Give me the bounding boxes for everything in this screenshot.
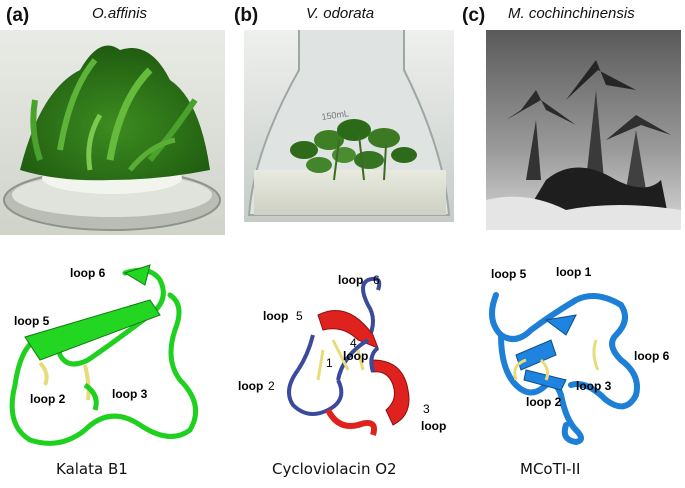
loop-label: loop (238, 379, 263, 393)
loop-label: loop (263, 309, 288, 323)
loop-label: 1 (326, 356, 333, 370)
species-name-c: M. cochinchinensis (508, 5, 635, 22)
loop-label: 2 (268, 379, 275, 393)
loop-label: loop 2 (526, 395, 562, 409)
loop-label: 5 (296, 309, 303, 323)
species-name-a: O.affinis (92, 5, 148, 22)
panel-label-c: (c) (462, 5, 486, 26)
plant-photo-a (0, 30, 225, 235)
plant-image-b: 150mL (244, 30, 454, 222)
peptide-name-b: Cycloviolacin O2 (272, 460, 397, 478)
loop-label: loop 2 (30, 392, 66, 406)
flask-label: 150mL (321, 108, 350, 122)
peptide-name-a: Kalata B1 (56, 460, 128, 478)
loop-label: loop 6 (70, 266, 106, 280)
plant-image-c (486, 30, 681, 230)
loop-label: loop 5 (14, 314, 50, 328)
species-name-b: V. odorata (306, 5, 375, 22)
loop-label: loop (343, 349, 368, 363)
plant-image-a (0, 30, 225, 235)
loop-label: loop 3 (576, 379, 612, 393)
loop-label: loop (421, 419, 446, 433)
mcoti-ii-structure: loop 5 loop 1 loop 6 loop 2 loop 3 (489, 265, 670, 446)
plant-photo-c (486, 30, 681, 230)
panel-label-b: (b) (234, 5, 259, 26)
loop-label: loop 1 (556, 265, 592, 279)
panel-label-a: (a) (6, 5, 30, 26)
panel-b: (b) V. odorata 150mL (228, 0, 456, 488)
loop-label: loop (338, 273, 363, 287)
kalata-b1-structure: loop 6 loop 5 loop 2 loop 3 (9, 264, 199, 446)
plant-photo-b: 150mL (244, 30, 454, 222)
loop-label: loop 3 (112, 387, 148, 401)
peptide-name-c: MCoTI-II (520, 460, 581, 478)
loop-label: loop 5 (491, 267, 527, 281)
loop-label: 4 (350, 336, 357, 350)
panel-a: (a) O.affinis (0, 0, 228, 488)
loop-label: loop 6 (634, 349, 670, 363)
panel-c: (c) M. cochinchinensis (456, 0, 684, 488)
loop-label: 6 (373, 273, 380, 287)
loop-label: 3 (423, 402, 430, 416)
cycloviolacin-o2-structure: loop 6 loop 5 4 loop 1 loop 2 3 loop (238, 273, 446, 436)
